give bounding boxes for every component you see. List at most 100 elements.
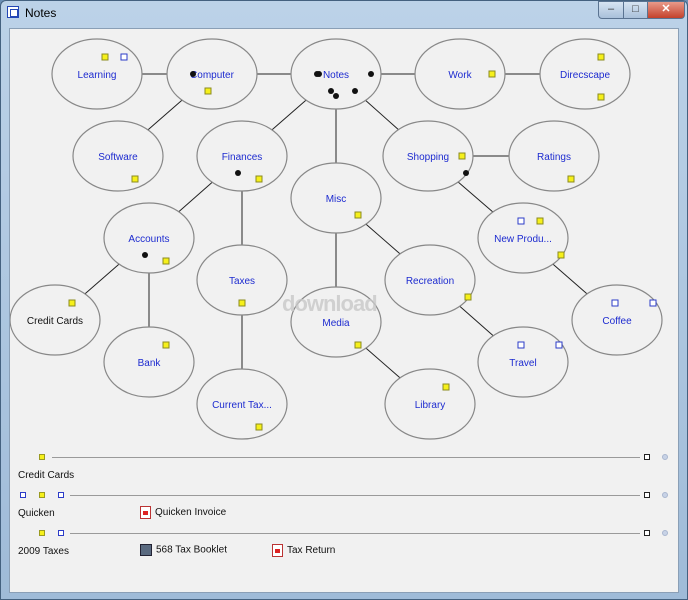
mind-map-node[interactable]: Taxes [196, 244, 288, 316]
node-label: Travel [509, 358, 536, 369]
document-link[interactable]: Tax Return [272, 544, 335, 557]
list-item-label: Credit Cards [18, 470, 75, 481]
document-link[interactable]: Quicken Invoice [140, 506, 226, 519]
list-item-label: Quicken [18, 508, 55, 519]
yellow-marker-icon[interactable] [488, 70, 496, 78]
yellow-marker-icon[interactable] [255, 175, 263, 183]
mind-map-node[interactable]: Current Tax... [196, 368, 288, 440]
mind-map-node[interactable]: Accounts [103, 202, 195, 274]
blue-marker-icon[interactable] [611, 299, 619, 307]
yellow-marker-icon[interactable] [131, 175, 139, 183]
node-label: Direcscape [560, 70, 610, 81]
node-label: Finances [222, 152, 263, 163]
node-label: Media [322, 318, 350, 329]
yellow-marker-icon[interactable] [597, 93, 605, 101]
mind-map-node[interactable]: Library [384, 368, 476, 440]
title-bar[interactable]: Notes – □ ✕ [1, 1, 687, 25]
node-ellipse [196, 120, 288, 192]
mind-map-node[interactable]: Notes [290, 38, 382, 110]
mind-map-node[interactable]: Shopping [382, 120, 474, 192]
watermark: download [282, 291, 378, 316]
close-button[interactable]: ✕ [647, 1, 685, 19]
yellow-marker-icon[interactable] [39, 454, 45, 460]
connector-dot [368, 71, 374, 77]
yellow-marker-icon[interactable] [458, 152, 466, 160]
node-ellipse [72, 120, 164, 192]
maximize-button[interactable]: □ [623, 1, 648, 19]
row-divider [70, 533, 640, 534]
mind-map-node[interactable]: Direcscape [539, 38, 631, 110]
minimize-button[interactable]: – [598, 1, 624, 19]
node-ellipse [10, 284, 101, 356]
mind-map-node[interactable]: Recreation [384, 244, 476, 316]
square-marker-icon[interactable] [644, 530, 650, 536]
square-marker-icon[interactable] [644, 454, 650, 460]
square-marker-icon[interactable] [644, 492, 650, 498]
yellow-marker-icon[interactable] [255, 423, 263, 431]
circle-marker-icon[interactable] [662, 454, 668, 460]
connector-dot [314, 71, 320, 77]
blue-marker-icon[interactable] [517, 217, 525, 225]
mind-map-node[interactable]: Misc [290, 162, 382, 234]
node-label: Shopping [407, 152, 449, 163]
node-ellipse [51, 38, 143, 110]
yellow-marker-icon[interactable] [536, 217, 544, 225]
mind-map-node[interactable]: Media [290, 286, 382, 358]
row-divider [52, 457, 640, 458]
blue-marker-icon[interactable] [58, 530, 64, 536]
yellow-marker-icon[interactable] [68, 299, 76, 307]
yellow-marker-icon[interactable] [101, 53, 109, 61]
circle-marker-icon[interactable] [662, 492, 668, 498]
node-label: Coffee [602, 316, 632, 327]
mind-map-node[interactable]: Bank [103, 326, 195, 398]
app-icon [7, 6, 19, 18]
blue-marker-icon[interactable] [20, 492, 26, 498]
blue-marker-icon[interactable] [58, 492, 64, 498]
mind-map-edge [552, 263, 588, 295]
yellow-marker-icon[interactable] [597, 53, 605, 61]
mind-map-nodes: Learning Computer Notes Work DirecscapeSoftw… [10, 38, 663, 440]
yellow-marker-icon[interactable] [354, 341, 362, 349]
connector-dot [463, 170, 469, 176]
mind-map-node[interactable]: Software [72, 120, 164, 192]
mind-map-node[interactable]: Ratings [508, 120, 600, 192]
node-label: Learning [78, 70, 117, 81]
yellow-marker-icon[interactable] [238, 299, 246, 307]
blue-marker-icon[interactable] [649, 299, 657, 307]
blue-marker-icon[interactable] [120, 53, 128, 61]
node-ellipse [571, 284, 663, 356]
mind-map-node[interactable]: Learning [51, 38, 143, 110]
yellow-marker-icon[interactable] [464, 293, 472, 301]
mind-map-node[interactable]: New Produ... [477, 202, 569, 274]
mind-map-edges [84, 73, 588, 379]
yellow-marker-icon[interactable] [442, 383, 450, 391]
connector-dot [352, 88, 358, 94]
yellow-marker-icon[interactable] [162, 257, 170, 265]
node-ellipse [382, 120, 474, 192]
mind-map-node[interactable]: Credit Cards [10, 284, 101, 356]
mind-map-node[interactable]: Work [414, 38, 506, 110]
node-label: Taxes [229, 276, 255, 287]
mind-map-edge [178, 181, 213, 213]
mind-map-node[interactable]: Computer [166, 38, 258, 110]
document-name: Quicken Invoice [155, 507, 227, 519]
yellow-marker-icon[interactable] [204, 87, 212, 95]
mind-map-node[interactable]: Finances [196, 120, 288, 192]
yellow-marker-icon[interactable] [557, 251, 565, 259]
yellow-marker-icon[interactable] [354, 211, 362, 219]
mind-map-node[interactable]: Coffee [571, 284, 663, 356]
circle-marker-icon[interactable] [662, 530, 668, 536]
blue-marker-icon[interactable] [555, 341, 563, 349]
node-ellipse [166, 38, 258, 110]
yellow-marker-icon[interactable] [162, 341, 170, 349]
node-ellipse [539, 38, 631, 110]
yellow-marker-icon[interactable] [567, 175, 575, 183]
mind-map-edge [271, 99, 307, 131]
yellow-marker-icon[interactable] [39, 530, 45, 536]
yellow-marker-icon[interactable] [39, 492, 45, 498]
blue-marker-icon[interactable] [517, 341, 525, 349]
document-link[interactable]: 568 Tax Booklet [140, 544, 227, 556]
mind-map-node[interactable]: Travel [477, 326, 569, 398]
